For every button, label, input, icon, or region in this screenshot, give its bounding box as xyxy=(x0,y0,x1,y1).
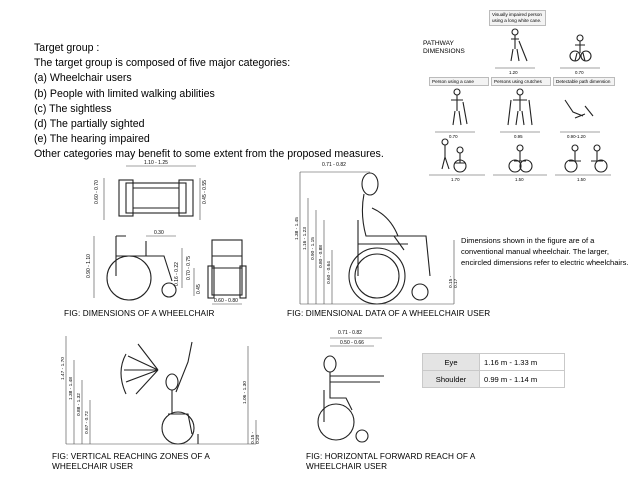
intro-line: Target group : xyxy=(34,42,100,54)
pathway-figure: Visually impaired person using a long wh… xyxy=(425,10,615,182)
dim-label: 0.30 xyxy=(154,230,164,236)
reach-value: 0.99 m - 1.14 m xyxy=(479,370,565,388)
dim-label: 0.60 - 0.70 xyxy=(94,180,100,204)
user-wheelchair-drawing xyxy=(299,171,455,305)
dim-label: 0.45 xyxy=(196,284,202,294)
horizontal-caption: FIG: HORIZONTAL FORWARD REACH OF A WHEEL… xyxy=(306,452,476,471)
dim-label: 0.70 - 0.75 xyxy=(186,256,192,280)
vertical-reach-drawing xyxy=(65,336,257,445)
table-row: Shoulder 0.99 m - 1.14 m xyxy=(422,370,565,388)
dim-label: 0.70 xyxy=(575,70,584,75)
dim-label: 0.90 - 1.15 xyxy=(311,237,316,260)
intro-line: (a) Wheelchair users xyxy=(34,72,132,85)
dim-label: 0.70 xyxy=(449,134,458,139)
dim-label: 0.90-1.20 xyxy=(567,134,586,139)
horizontal-reach-figure: 0.71 - 0.82 0.50 - 0.66 xyxy=(300,328,420,448)
intro-line: (e) The hearing impaired xyxy=(34,133,150,146)
dim-label: 1.70 xyxy=(451,177,460,182)
intro-line: Other categories may benefit to some ext… xyxy=(34,148,384,161)
dim-label: 0.67 - 0.72 xyxy=(85,411,90,434)
dim-label: 0.90 - 1.10 xyxy=(86,254,92,278)
dim-label: 0.88 - 1.32 xyxy=(77,393,82,416)
intro-line: (c) The sightless xyxy=(34,102,112,115)
person-cane-label: Person using a cane xyxy=(429,77,489,86)
white-cane-label: Visually impaired person using a long wh… xyxy=(489,10,546,26)
wheelchair-drawing xyxy=(93,165,247,305)
dim-label: 1.10 - 1.25 xyxy=(144,160,168,166)
dim-label: 0.95 xyxy=(514,134,523,139)
dim-label: 0.60 - 0.64 xyxy=(327,261,332,284)
dim-label: 1.20 xyxy=(509,70,518,75)
dimensional-caption: FIG: DIMENSIONAL DATA OF A WHEELCHAIR US… xyxy=(287,309,491,318)
reach-label: Shoulder xyxy=(422,370,480,388)
table-row: Eye 1.16 m - 1.33 m xyxy=(422,353,565,371)
dim-label: 1.47 - 1.70 xyxy=(61,357,66,380)
person-crutches-label: Persons using crutches xyxy=(491,77,551,86)
dim-label: 0.71 - 0.82 xyxy=(322,162,346,168)
dim-label: 0.16 - 0.22 xyxy=(174,262,180,286)
reach-table: Eye 1.16 m - 1.33 m Shoulder 0.99 m - 1.… xyxy=(422,353,565,388)
dim-label: 0.15 - 0.20 xyxy=(251,431,261,444)
dim-label: 0.50 - 0.66 xyxy=(340,340,364,346)
horizontal-reach-drawing xyxy=(317,337,384,443)
dim-label: 1.38 - 1.45 xyxy=(295,217,300,240)
wheelchair-note: Dimensions shown in the figure are of a … xyxy=(461,236,629,267)
dim-label: 1.50 xyxy=(577,177,586,182)
pathway-drawing xyxy=(429,28,611,176)
detectable-path-label: Detectable path dimension xyxy=(553,77,615,86)
reach-value: 1.16 m - 1.33 m xyxy=(479,353,565,371)
dim-label: 0.15 - 0.17 xyxy=(449,275,459,288)
dim-label: 0.71 - 0.82 xyxy=(338,330,362,336)
dim-label: 0.60 - 0.80 xyxy=(214,298,238,304)
wheelchair-dimensions-figure: 1.10 - 1.25 0.60 - 0.70 0.45 - 0.55 0.30… xyxy=(34,158,247,308)
intro-line: (b) People with limited walking abilitie… xyxy=(34,87,215,100)
wheelchair-caption: FIG: DIMENSIONS OF A WHEELCHAIR xyxy=(64,309,215,318)
dim-label: 1.38 - 1.48 xyxy=(69,377,74,400)
dim-label: 0.80 - 0.88 xyxy=(319,245,324,268)
vertical-caption: FIG: VERTICAL REACHING ZONES OF A WHEELC… xyxy=(52,452,210,471)
reach-label: Eye xyxy=(422,353,480,371)
dim-label: 0.45 - 0.55 xyxy=(202,180,208,204)
dim-label: 1.50 xyxy=(515,177,524,182)
pathway-title: PATHWAY DIMENSIONS xyxy=(423,40,465,55)
dimensional-data-figure: 0.71 - 0.82 1.38 - 1.45 1.16 - 1.23 0.90… xyxy=(292,160,462,308)
vertical-reach-figure: 1.47 - 1.70 1.38 - 1.48 0.88 - 1.32 0.67… xyxy=(52,330,272,448)
dim-label: 1.16 - 1.23 xyxy=(303,227,308,250)
intro-line: The target group is composed of five maj… xyxy=(34,57,291,70)
target-group-text: Target group : The target group is compo… xyxy=(34,41,429,163)
intro-line: (d) The partially sighted xyxy=(34,118,145,131)
dim-label: 1.06 - 1.30 xyxy=(243,381,248,404)
